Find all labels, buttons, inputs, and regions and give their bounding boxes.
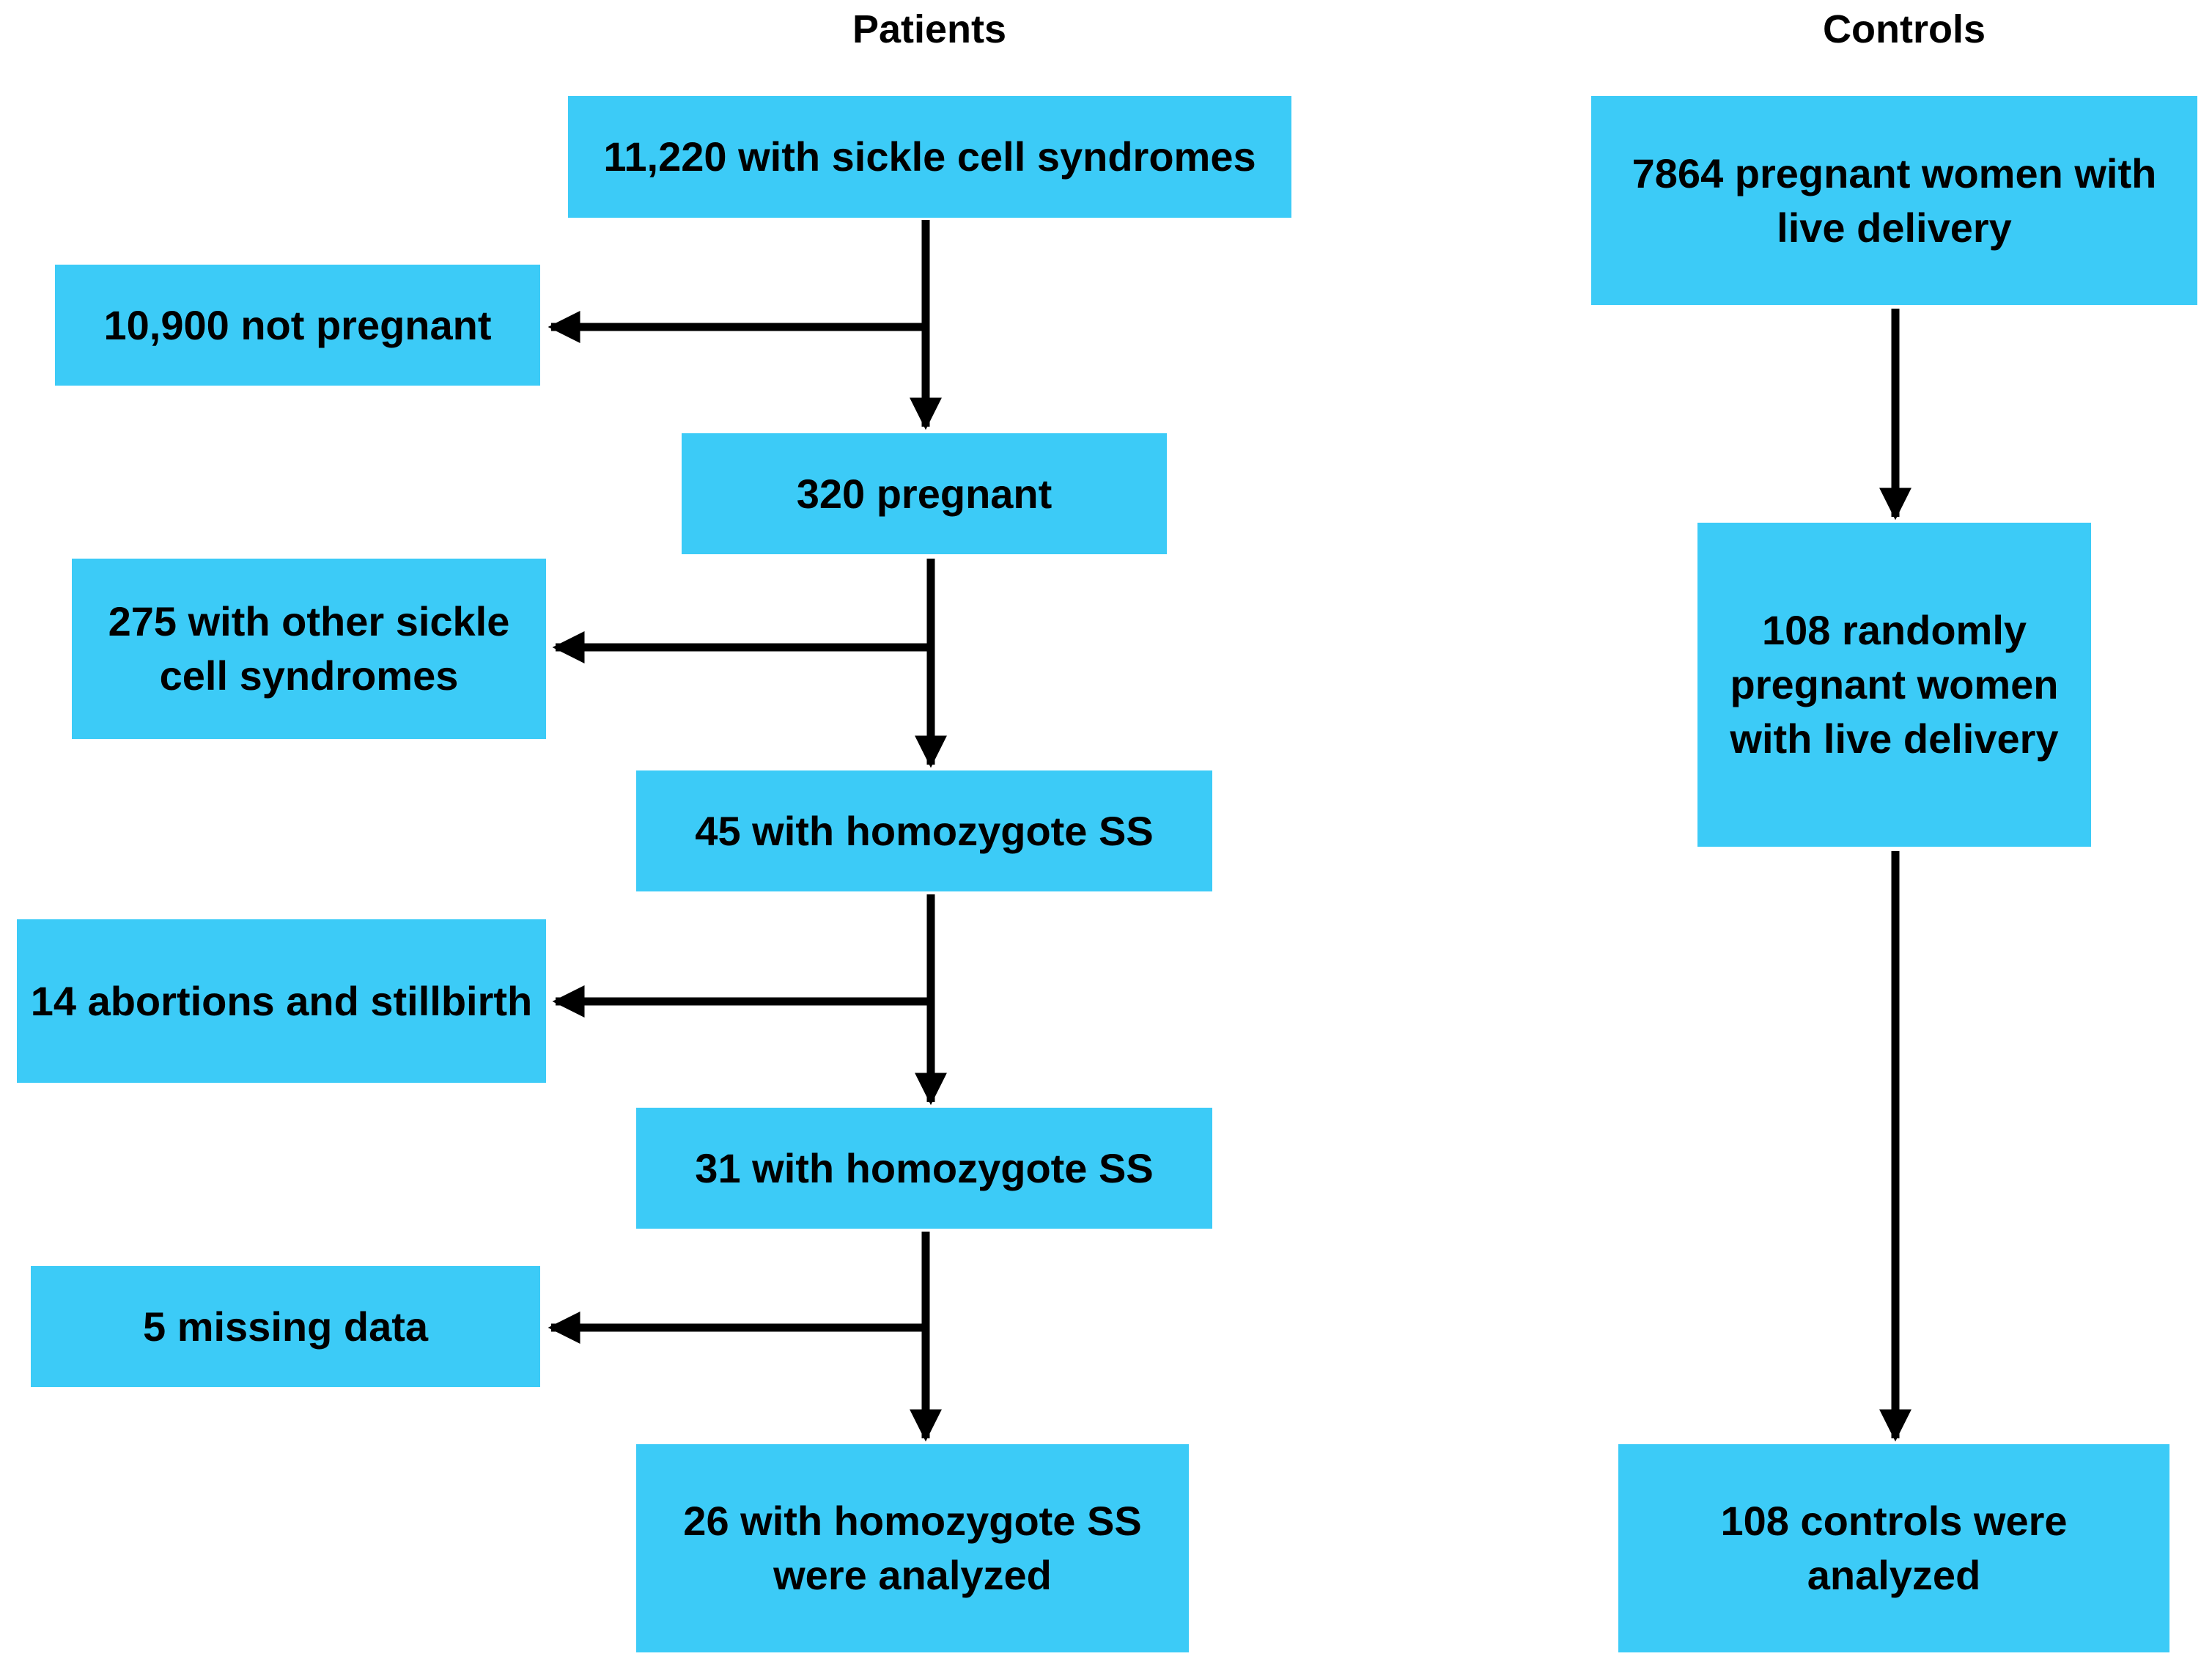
box-controls-total: 7864 pregnant women with live delivery xyxy=(1591,96,2197,305)
controls-column-title: Controls xyxy=(1823,7,1986,51)
box-controls-random: 108 randomly pregnant women with live de… xyxy=(1697,523,2091,847)
box-other-syndromes: 275 with other sickle cell syndromes xyxy=(72,559,546,739)
box-patients-analyzed: 26 with homozygote SS were analyzed xyxy=(636,1444,1189,1652)
patients-column-title: Patients xyxy=(852,7,1007,51)
box-missing-data: 5 missing data xyxy=(31,1266,540,1387)
box-controls-analyzed: 108 controls were analyzed xyxy=(1618,1444,2169,1652)
box-homozygote-31: 31 with homozygote SS xyxy=(636,1108,1212,1229)
box-not-pregnant: 10,900 not pregnant xyxy=(55,265,540,386)
box-homozygote-45: 45 with homozygote SS xyxy=(636,770,1212,891)
box-abortions-stillbirth: 14 abortions and stillbirth xyxy=(17,919,546,1083)
box-pregnant: 320 pregnant xyxy=(682,433,1167,554)
box-sickle-cell-total: 11,220 with sickle cell syndromes xyxy=(568,96,1291,218)
